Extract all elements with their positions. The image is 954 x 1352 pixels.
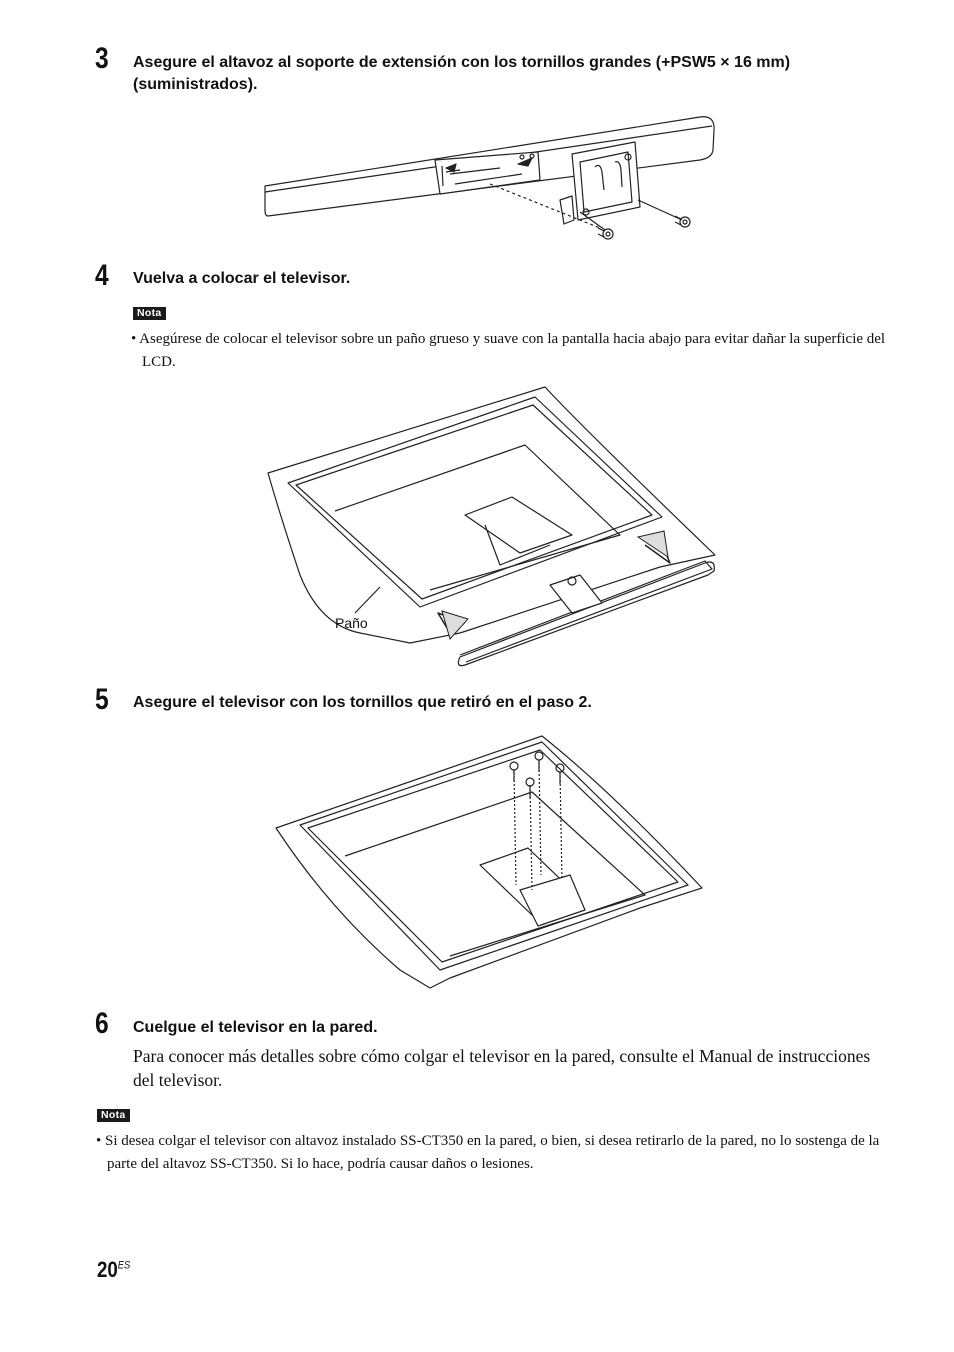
tv-on-cloth-figure	[267, 386, 716, 667]
step-number-6: 6	[95, 1007, 109, 1040]
step-3-heading: Asegure el altavoz al soporte de extensi…	[133, 54, 791, 93]
step-number-4: 4	[95, 259, 109, 292]
step-4-heading: Vuelva a colocar el televisor.	[133, 270, 351, 287]
cloth-label: Paño	[335, 615, 368, 631]
step-number-5: 5	[95, 683, 109, 716]
page-lang: ES	[117, 1259, 131, 1272]
step-6-body: Para conocer más detalles sobre cómo col…	[133, 1046, 871, 1090]
tv-screws-figure	[275, 735, 703, 989]
speaker-bracket-figure	[264, 116, 715, 240]
note-text-1: • Asegúrese de colocar el televisor sobr…	[131, 331, 886, 370]
note-label-1: Nota	[133, 307, 166, 320]
step-number-3: 3	[95, 42, 109, 75]
note-text-2: • Si desea colgar el televisor con altav…	[96, 1133, 880, 1172]
step-5-heading: Asegure el televisor con los tornillos q…	[133, 694, 592, 711]
page-number: 20ES	[97, 1257, 131, 1282]
note-label-2: Nota	[97, 1109, 130, 1122]
step-6-heading: Cuelgue el televisor en la pared.	[133, 1019, 378, 1036]
